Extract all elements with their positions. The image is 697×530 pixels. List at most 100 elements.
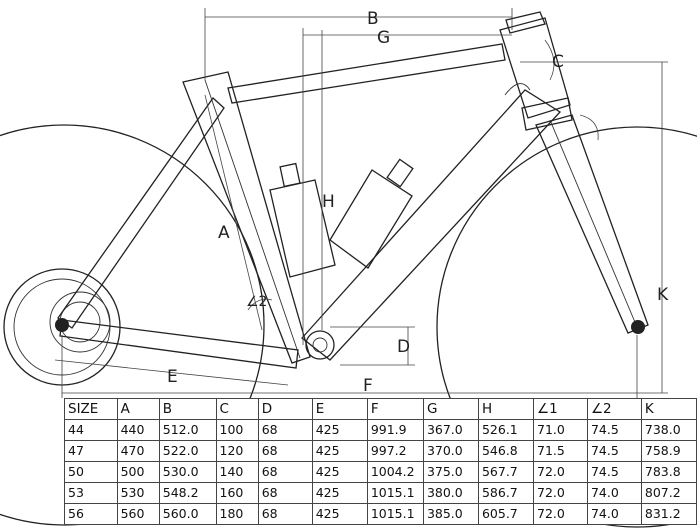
table-cell: 72.0	[533, 461, 588, 483]
table-cell: 72.0	[533, 503, 588, 525]
table-cell: 71.0	[533, 419, 588, 441]
table-cell: 1015.1	[366, 482, 424, 504]
table-cell: 512.0	[158, 419, 217, 441]
table-header-cell: C	[215, 398, 259, 420]
table-cell: 68	[257, 482, 313, 504]
seat-tube	[182, 71, 311, 364]
table-cell: 380.0	[422, 482, 479, 504]
table-cell: 180	[215, 503, 259, 525]
table-cell: 425	[311, 503, 368, 525]
table-header-cell: ∠1	[533, 398, 588, 420]
down-tube	[301, 89, 562, 361]
table-cell: 370.0	[422, 440, 479, 462]
front-wheel	[436, 126, 697, 528]
dim-c-bracket	[544, 39, 555, 81]
table-cell: 783.8	[640, 461, 697, 483]
table-header-cell: H	[477, 398, 535, 420]
table-header-cell: A	[116, 398, 160, 420]
table-cell: 526.1	[477, 419, 535, 441]
table-cell: 586.7	[477, 482, 535, 504]
table-cell: 522.0	[158, 440, 217, 462]
table-header-cell: B	[158, 398, 217, 420]
seat-tube-centerline	[204, 79, 301, 359]
table-cell: 500	[116, 461, 160, 483]
table-cell: 807.2	[640, 482, 697, 504]
table-cell: 440	[116, 419, 160, 441]
table-cell: 160	[215, 482, 259, 504]
table-cell: 546.8	[477, 440, 535, 462]
table-cell: 74.0	[586, 482, 642, 504]
table-cell: 530.0	[158, 461, 217, 483]
table-cell: 74.5	[586, 419, 642, 441]
table-header-cell: G	[422, 398, 479, 420]
fork-crown	[521, 97, 573, 131]
table-cell: 375.0	[422, 461, 479, 483]
table-cell: 74.0	[586, 503, 642, 525]
dim-e-line	[54, 359, 289, 386]
chain-stay	[59, 319, 299, 369]
front-axle	[631, 320, 645, 334]
table-cell: 425	[311, 461, 368, 483]
table-cell: 425	[311, 482, 368, 504]
table-cell: 56	[64, 503, 118, 525]
frame	[57, 11, 649, 369]
table-cell: 425	[311, 419, 368, 441]
table-cell: 1015.1	[366, 503, 424, 525]
table-cell: 72.0	[533, 482, 588, 504]
dim-label-e: E	[167, 367, 178, 387]
table-cell: 53	[64, 482, 118, 504]
dim-label-b: B	[367, 9, 379, 29]
table-cell: 74.5	[586, 461, 642, 483]
dim-label-f: F	[363, 376, 373, 396]
table-cell: 385.0	[422, 503, 479, 525]
table-header-cell: F	[366, 398, 424, 420]
table-header-cell: K	[640, 398, 697, 420]
table-cell: 44	[64, 419, 118, 441]
rear-wheel	[0, 124, 265, 526]
table-cell: 47	[64, 440, 118, 462]
head-tube	[499, 17, 571, 119]
table-cell: 425	[311, 440, 368, 462]
table-cell: 560	[116, 503, 160, 525]
table-cell: 71.5	[533, 440, 588, 462]
table-cell: 738.0	[640, 419, 697, 441]
fork-centerline	[549, 119, 638, 328]
table-cell: 470	[116, 440, 160, 462]
bottles	[269, 158, 414, 278]
table-cell: 831.2	[640, 503, 697, 525]
table-cell: 567.7	[477, 461, 535, 483]
table-cell: 530	[116, 482, 160, 504]
dimension-lines	[54, 8, 668, 398]
down-tube-bottle-cap	[386, 158, 414, 188]
down-tube-bottle	[329, 169, 413, 269]
dim-label-c: C	[552, 52, 564, 72]
dim-label-k: K	[657, 285, 669, 305]
table-cell: 68	[257, 503, 313, 525]
table-header-cell: D	[257, 398, 313, 420]
table-cell: 74.5	[586, 440, 642, 462]
seat-stay	[57, 97, 225, 329]
table-cell: 758.9	[640, 440, 697, 462]
table-cell: 120	[215, 440, 259, 462]
fork-blade	[535, 114, 649, 334]
dim-label-d: D	[397, 337, 410, 357]
seat-tube-bottle-cap	[279, 162, 301, 188]
table-header-cell: SIZE	[64, 398, 118, 420]
table-cell: 100	[215, 419, 259, 441]
table-cell: 68	[257, 440, 313, 462]
head-tube-cap	[505, 11, 546, 34]
angle-2-arc	[247, 298, 273, 311]
table-cell: 68	[257, 461, 313, 483]
gusset	[504, 83, 531, 96]
dim-label-angle-2: ∠2	[246, 294, 267, 310]
bottom-bracket	[305, 330, 335, 360]
table-cell: 548.2	[158, 482, 217, 504]
table-cell: 997.2	[366, 440, 424, 462]
table-cell: 605.7	[477, 503, 535, 525]
